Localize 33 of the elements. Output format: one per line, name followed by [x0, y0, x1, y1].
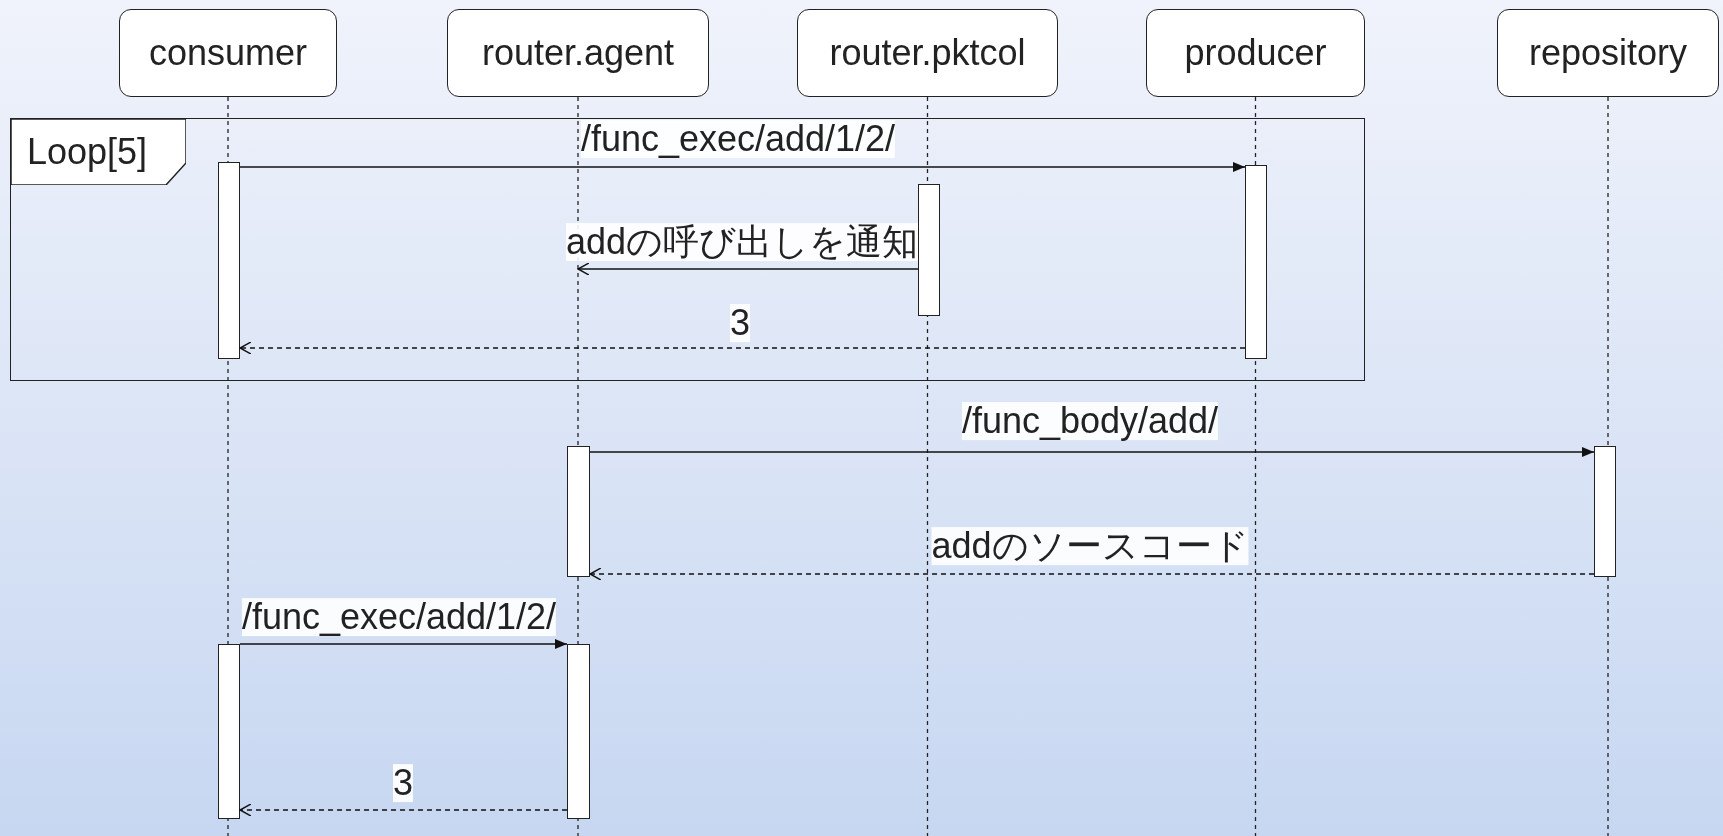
- activation-bar: [217, 161, 240, 359]
- lifeline-name: router.agent: [481, 32, 675, 74]
- lifeline-header: [119, 9, 337, 97]
- activation-bar: [1594, 446, 1616, 577]
- loop-frame: [10, 118, 1365, 381]
- message-label: 3: [393, 764, 413, 802]
- activation-bar: [218, 644, 240, 819]
- return-arrow: [589, 567, 1595, 581]
- message-label: /func_exec/add/1/2/: [241, 598, 557, 636]
- message-label: addの呼び出しを通知: [565, 223, 919, 261]
- lifeline-header: [1146, 9, 1365, 97]
- lifeline-name: consumer: [148, 32, 308, 74]
- lifeline-name: producer: [1184, 32, 1327, 74]
- lifeline-name: router.pktcol: [829, 32, 1026, 74]
- message-label: /func_body/add/: [961, 402, 1219, 440]
- activation-bar: [567, 644, 590, 819]
- lifeline-name: repository: [1528, 32, 1688, 74]
- message-label: /func_exec/add/1/2/: [580, 120, 896, 158]
- lifeline-header: [447, 9, 709, 97]
- return-arrow: [239, 341, 1246, 355]
- lifeline-header: [1497, 9, 1719, 97]
- message-arrow: [577, 262, 919, 276]
- activation-bar: [917, 183, 940, 316]
- loop-label: Loop[5]: [11, 119, 186, 185]
- activation-bar: [1244, 164, 1267, 359]
- message-arrow: [589, 447, 1595, 457]
- return-arrow: [239, 803, 568, 817]
- message-arrow: [239, 639, 568, 649]
- message-arrow: [239, 162, 1246, 172]
- activation-bar: [567, 446, 590, 577]
- lifeline-header: [797, 9, 1058, 97]
- message-label: addのソースコード: [931, 527, 1249, 565]
- message-label: 3: [730, 304, 750, 342]
